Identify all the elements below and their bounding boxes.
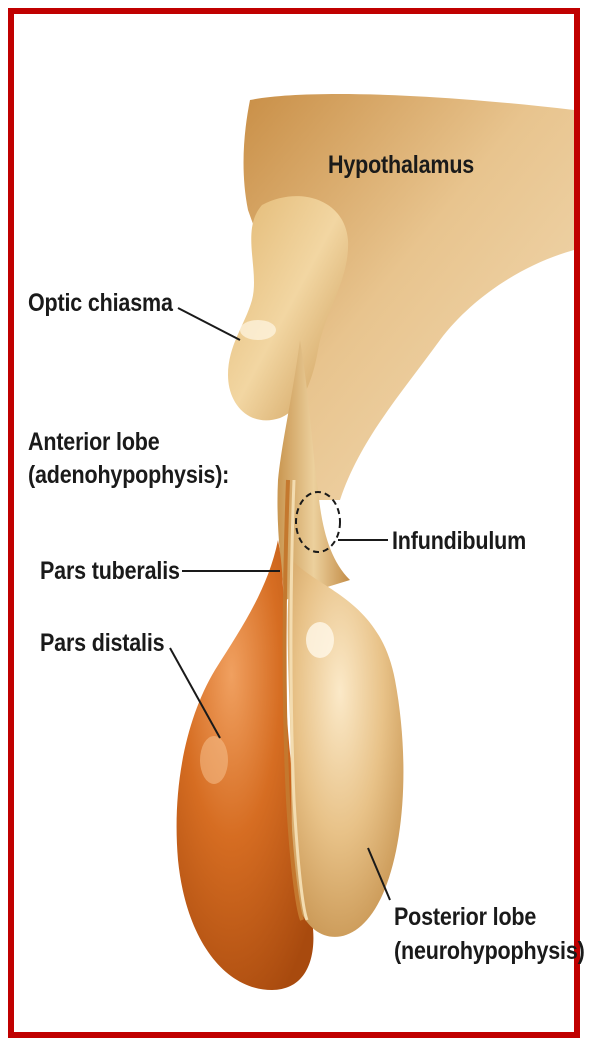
label-anterior-lobe: Anterior lobe xyxy=(28,427,160,457)
label-adenohypophysis: (adenohypophysis): xyxy=(28,460,229,490)
label-neurohypophysis: (neurohypophysis) xyxy=(394,936,585,966)
posterior-lobe-shape xyxy=(288,560,404,937)
leader-optic-chiasma xyxy=(178,308,240,340)
label-pars-distalis: Pars distalis xyxy=(40,628,164,658)
label-posterior-lobe: Posterior lobe xyxy=(394,902,536,932)
label-pars-tuberalis: Pars tuberalis xyxy=(40,556,180,586)
label-optic-chiasma: Optic chiasma xyxy=(28,288,173,318)
label-hypothalamus: Hypothalamus xyxy=(328,150,474,180)
label-infundibulum: Infundibulum xyxy=(392,526,526,556)
